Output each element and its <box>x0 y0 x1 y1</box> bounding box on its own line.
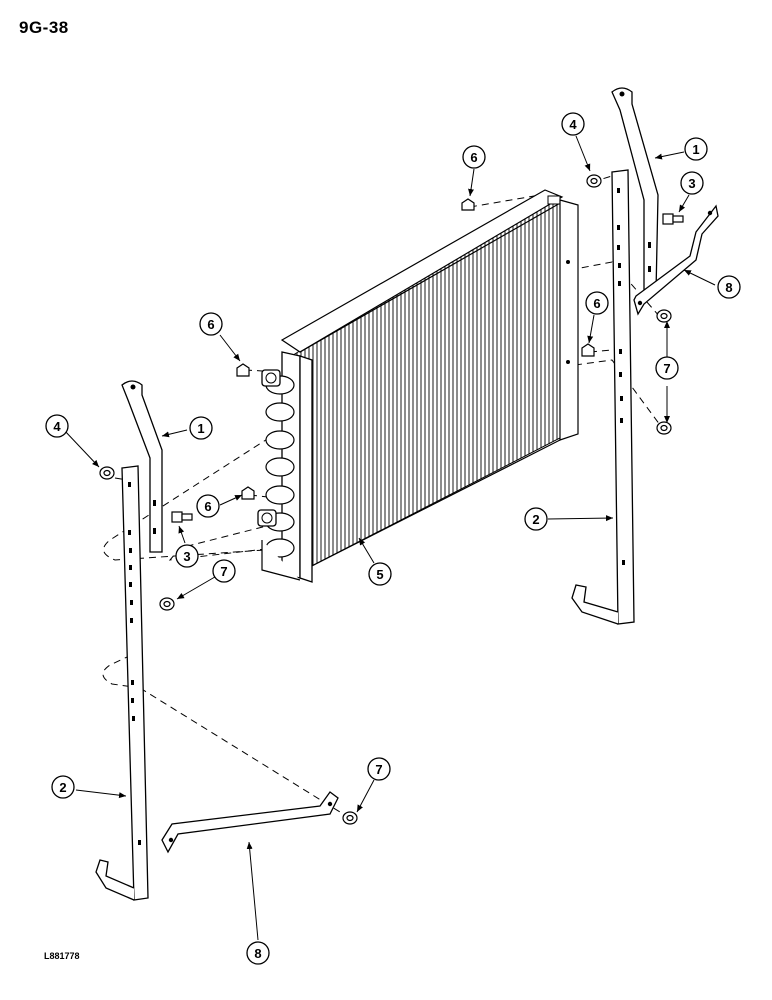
page-number: 9G-38 <box>19 18 69 37</box>
coolant-tube-coils <box>261 375 301 581</box>
inlet-fitting <box>261 369 281 387</box>
radiator-side-frame-right <box>559 199 579 441</box>
svg-text:2: 2 <box>532 512 539 527</box>
screw-left-upper <box>236 363 250 377</box>
bolt-right <box>662 213 684 225</box>
svg-text:7: 7 <box>663 361 670 376</box>
callout-6-right: 6 <box>585 291 609 315</box>
svg-text:6: 6 <box>470 150 477 165</box>
callout-2-right: 2 <box>524 507 548 531</box>
screw-left-lower <box>241 486 255 500</box>
svg-text:1: 1 <box>692 142 699 157</box>
upper-diagonal-brace <box>633 204 719 316</box>
lower-diagonal-brace <box>161 791 339 854</box>
svg-text:8: 8 <box>725 280 732 295</box>
nut-right-a <box>656 309 672 323</box>
svg-text:7: 7 <box>220 564 227 579</box>
callout-7-left: 7 <box>212 559 236 583</box>
callout-8-right: 8 <box>717 275 741 299</box>
svg-text:2: 2 <box>59 780 66 795</box>
drawing-id: L881778 <box>44 951 80 961</box>
callout-4-left: 4 <box>45 414 69 438</box>
nut-right-b <box>656 421 672 435</box>
svg-text:1: 1 <box>197 421 204 436</box>
svg-text:7: 7 <box>375 762 382 777</box>
callouts: 1 1 2 2 3 3 4 4 5 6 6 6 6 7 7 7 8 8 <box>45 112 741 965</box>
callout-6-left-lower: 6 <box>196 494 220 518</box>
screw-top <box>461 198 475 211</box>
svg-text:6: 6 <box>593 296 600 311</box>
callout-6-top: 6 <box>462 145 486 169</box>
callout-6-left-upper: 6 <box>199 312 223 336</box>
callout-2-left: 2 <box>51 775 75 799</box>
left-upper-strap <box>121 380 163 553</box>
hardware <box>99 174 684 825</box>
outlet-fitting <box>257 509 277 527</box>
callout-7-bottom: 7 <box>367 757 391 781</box>
nut-right-upper <box>586 174 602 188</box>
radiator-core <box>280 189 564 573</box>
callout-3-left: 3 <box>175 544 199 568</box>
right-upright-bracket <box>571 169 635 625</box>
callout-1-right: 1 <box>684 137 708 161</box>
right-upper-strap <box>611 87 659 293</box>
nut-left-upper <box>99 466 115 480</box>
callout-1-left: 1 <box>189 416 213 440</box>
svg-text:3: 3 <box>183 549 190 564</box>
svg-text:8: 8 <box>254 946 261 961</box>
callout-5: 5 <box>368 562 392 586</box>
bolt-left <box>171 511 193 523</box>
svg-text:4: 4 <box>53 419 61 434</box>
nut-left-lower <box>159 597 175 611</box>
left-upright-bracket <box>95 465 149 901</box>
callout-4-right: 4 <box>561 112 585 136</box>
screw-right <box>581 343 595 357</box>
callout-3-right: 3 <box>680 171 704 195</box>
leader-lines <box>63 135 716 941</box>
nut-bottom <box>342 811 358 825</box>
svg-text:6: 6 <box>207 317 214 332</box>
svg-text:3: 3 <box>688 176 695 191</box>
svg-text:4: 4 <box>569 117 577 132</box>
callout-7-right: 7 <box>655 356 679 380</box>
svg-text:6: 6 <box>204 499 211 514</box>
callout-8-bottom: 8 <box>246 941 270 965</box>
svg-text:5: 5 <box>376 567 383 582</box>
